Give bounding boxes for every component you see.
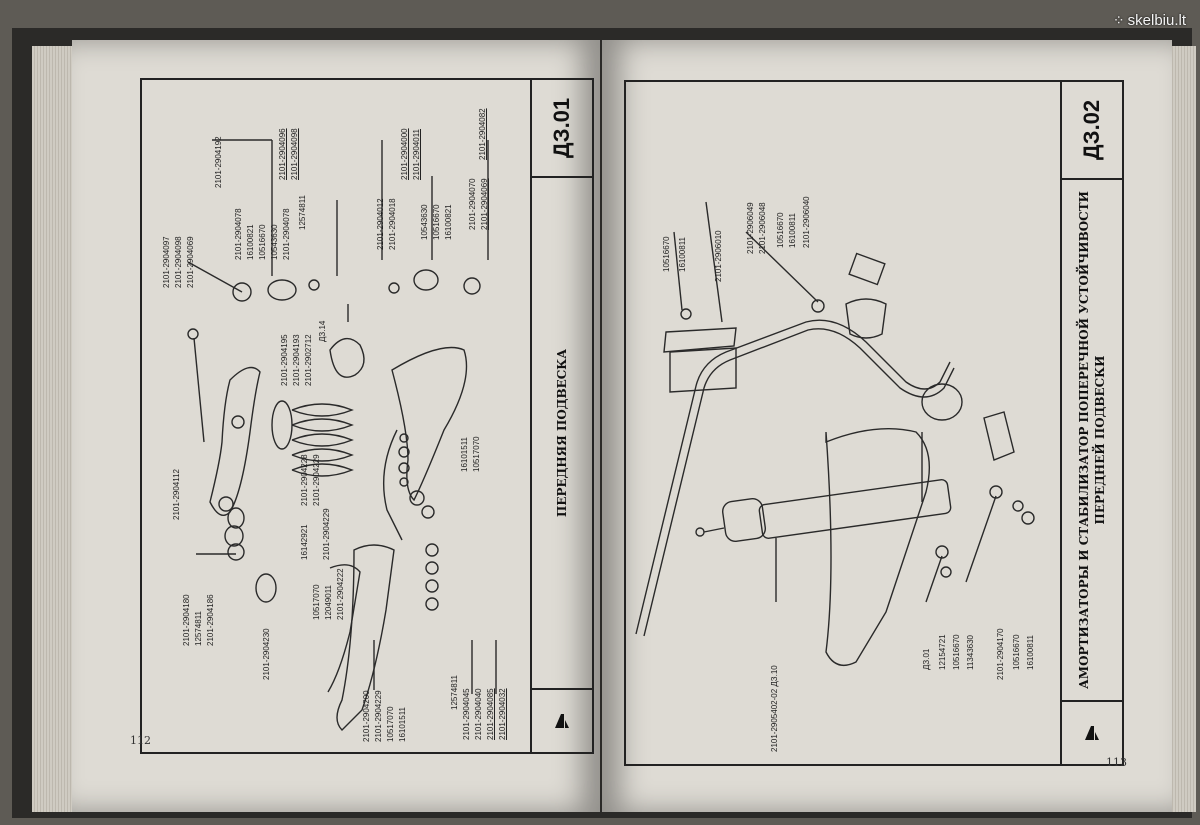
diagram-label: 2101-2904070 <box>468 178 477 230</box>
diagram-label: 2101-2904069 <box>480 178 489 230</box>
diagram-label: 2101-2904085 <box>486 688 495 740</box>
diagram-label: 16100811 <box>788 213 797 248</box>
diagram-label: 16100811 <box>678 237 687 272</box>
diagram-label: 2101-2904078 <box>282 208 291 260</box>
front-suspension-exploded-diagram <box>187 139 497 731</box>
diagram-label: 12574811 <box>194 611 203 646</box>
diagram-label: 2101-2904192 <box>214 136 223 188</box>
diagram-label: 2101-2904229 <box>312 454 321 506</box>
diagram-label: 2101-2904045 <box>462 688 471 740</box>
right-page-frame: 10516670 16100811 2101-2906010 2101-2906… <box>624 80 1124 766</box>
diagram-label: 12574811 <box>450 675 459 710</box>
watermark-dots-icon: ⁘ <box>1112 12 1125 28</box>
section-title: АМОРТИЗАТОРЫ И СТАБИЛИЗАТОР ПОПЕРЕЧНОЙ У… <box>1062 178 1122 702</box>
diagram-label: 11343630 <box>966 635 975 670</box>
diagram-label: 2101-2906010 <box>714 230 723 282</box>
diagram-label: 16100821 <box>246 224 255 260</box>
page-number: 112 <box>130 734 151 747</box>
diagram-label: 2101-2902712 <box>304 334 313 386</box>
diagram-label: 2101-2905402-02 ДЗ.10 <box>770 665 779 752</box>
diagram-label: 2101-2904011 <box>412 128 421 180</box>
diagram-label: 2101-2904018 <box>388 198 397 250</box>
book-spread: 2101-2904097 2101-2904098 2101-2904069 2… <box>12 28 1196 818</box>
diagram-label: ДЗ.01 <box>922 648 931 670</box>
diagram-label: 12154721 <box>938 634 947 670</box>
diagram-label: 2101-2904193 <box>292 334 301 386</box>
diagram-label: 2101-2904180 <box>182 594 191 646</box>
section-title: ПЕРЕДНЯЯ ПОДВЕСКА <box>555 349 570 517</box>
diagram-label: 2101-2904097 <box>162 236 171 288</box>
diagram-label: 10543630 <box>270 224 279 260</box>
diagram-label: 2101-2904170 <box>996 628 1005 680</box>
diagram-label: 2101-2906049 <box>746 202 755 254</box>
diagram-label: 12574811 <box>298 195 307 230</box>
left-side-bar: ДЗ.01 ПЕРЕДНЯЯ ПОДВЕСКА <box>530 80 592 752</box>
section-title-line1: АМОРТИЗАТОРЫ И СТАБИЛИЗАТОР ПОПЕРЕЧНОЙ У… <box>1077 191 1092 689</box>
diagram-label: 10516670 <box>432 204 441 240</box>
diagram-label: 10516670 <box>662 236 671 272</box>
diagram-label: 10517070 <box>386 706 395 742</box>
diagram-label: 10516670 <box>258 224 267 260</box>
diagram-label: 2101-2904200 <box>362 690 371 742</box>
diagram-label: 2101-2904078 <box>234 208 243 260</box>
left-page: 2101-2904097 2101-2904098 2101-2904069 2… <box>72 40 600 812</box>
shock-absorber-stabilizer-diagram <box>635 201 1035 666</box>
diagram-label: 16101511 <box>460 437 469 472</box>
right-page: 10516670 16100811 2101-2906010 2101-2906… <box>602 40 1172 812</box>
right-side-bar: ДЗ.02 АМОРТИЗАТОРЫ И СТАБИЛИЗАТОР ПОПЕРЕ… <box>1060 82 1122 764</box>
diagram-label: 2101-2904098 <box>174 236 183 288</box>
reference-label: ДЗ.14 <box>318 320 327 342</box>
diagram-label: 2101-2904096 <box>278 128 287 180</box>
diagram-label: 2101-2904000 <box>400 128 409 180</box>
page-stack-right <box>1170 46 1196 812</box>
diagram-label: 10516670 <box>1012 634 1021 670</box>
diagram-label: 2101-2904186 <box>206 594 215 646</box>
section-code: ДЗ.02 <box>1062 82 1122 180</box>
page-stack-left <box>32 46 76 812</box>
publisher-logo-icon <box>1062 700 1122 764</box>
diagram-label: 10517070 <box>312 584 321 620</box>
diagram-label: 2101-2904230 <box>262 628 271 680</box>
diagram-label: 12049011 <box>324 585 333 620</box>
diagram-label: 2101-2904012 <box>376 198 385 250</box>
diagram-label: 16101511 <box>398 707 407 742</box>
diagram-label: 16100811 <box>1026 635 1035 670</box>
diagram-label: 2101-2904098 <box>290 128 299 180</box>
diagram-label: 2101-2904032 <box>498 688 507 740</box>
diagram-label: 2101-2904069 <box>186 236 195 288</box>
diagram-label: 2101-2904040 <box>474 688 483 740</box>
diagram-label: 2101-2904229 <box>322 508 331 560</box>
diagram-label: 2101-2904229 <box>374 690 383 742</box>
diagram-label: 16142921 <box>300 524 309 560</box>
section-title-line2: ПЕРЕДНЕЙ ПОДВЕСКИ <box>1093 355 1108 525</box>
publisher-logo-icon <box>532 688 592 752</box>
diagram-label: 10517070 <box>472 436 481 472</box>
diagram-label: 2101-2904228 <box>300 454 309 506</box>
diagram-label: 2101-2906048 <box>758 202 767 254</box>
diagram-label: 2101-2906040 <box>802 196 811 248</box>
left-page-frame: 2101-2904097 2101-2904098 2101-2904069 2… <box>140 78 594 754</box>
diagram-label: 2101-2904195 <box>280 334 289 386</box>
diagram-label: 16100821 <box>444 204 453 240</box>
diagram-label: 2101-2904222 <box>336 568 345 620</box>
diagram-label: 2101-2904112 <box>172 468 181 520</box>
diagram-label: 10516670 <box>776 212 785 248</box>
diagram-label: 10516670 <box>952 634 961 670</box>
diagram-label: 10543630 <box>420 204 429 240</box>
section-code: ДЗ.01 <box>532 80 592 178</box>
page-number: 113 <box>1106 756 1127 769</box>
watermark: ⁘skelbiu.lt <box>1112 12 1186 29</box>
diagram-label: 2101-2904082 <box>478 108 487 160</box>
